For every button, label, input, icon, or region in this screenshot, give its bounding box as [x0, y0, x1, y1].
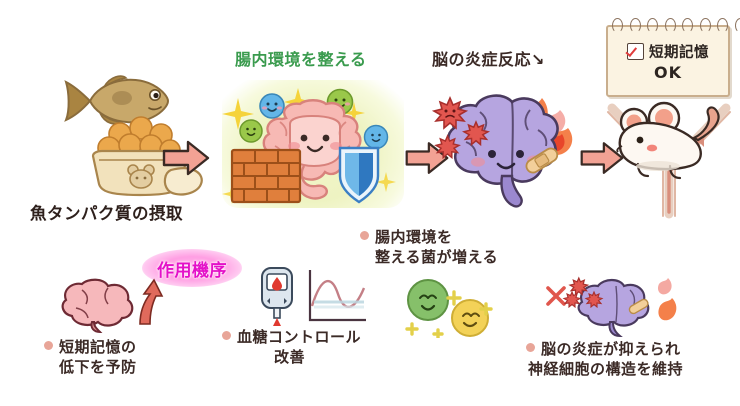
bullet-dot-icon: [44, 341, 53, 350]
bullet-dot-icon: [526, 343, 535, 352]
virus-icon: [562, 276, 604, 309]
stage-label-gut-environment: 腸内環境を整える: [235, 50, 367, 69]
stage-label-brain-inflammation: 脳の炎症反応↘: [432, 50, 545, 70]
arrow-right-2: [403, 138, 451, 182]
outcome-line: 脳の炎症が抑えられ: [541, 340, 681, 358]
fish-icon: [60, 68, 175, 134]
arrow-right-3: [578, 138, 626, 182]
smiling-brain-icon: [420, 80, 600, 216]
smiling-bacteria-icon: [398, 276, 508, 342]
notepad-line-1: 短期記憶: [649, 44, 709, 61]
bandage-icon: [525, 147, 559, 174]
lab-mouse-icon: [612, 96, 738, 192]
flame-icon: [657, 278, 677, 321]
brick-wall-icon: [230, 148, 302, 204]
virus-icon: [431, 95, 490, 160]
outcome-line: 整える菌が増える: [375, 247, 499, 266]
outcome-short-term-memory: 短期記憶の 低下を予防: [44, 338, 137, 378]
stage-caption-fish-protein: 魚タンパク質の摂取: [30, 204, 183, 223]
shield-icon: [338, 146, 380, 204]
outcome-brain-inflammation-suppressed: 脳の炎症が抑えられ 神経細胞の構造を維持: [526, 340, 683, 380]
mechanism-badge-label: 作用機序: [157, 260, 227, 281]
notepad-spiral-binding: [612, 18, 740, 33]
bullet-dot-icon: [222, 331, 231, 340]
glucose-meter-chart-icon: [252, 266, 372, 332]
good-bacteria-icon: [239, 88, 389, 150]
outcome-blood-glucose: 血糖コントロール 改善: [222, 328, 361, 368]
notepad-line-2: OK: [654, 62, 682, 82]
bandage-icon: [628, 298, 649, 315]
outcome-gut-flora: 腸内環境を 整える菌が増える: [360, 228, 498, 268]
stage-label-brain-text: 脳の炎症反応: [432, 50, 532, 69]
smiling-intestine-icon: [220, 76, 406, 216]
outcome-line: 改善: [274, 347, 306, 366]
bullet-dot-icon: [360, 231, 369, 240]
brain-no-inflammation-icon: [530, 272, 690, 342]
arrow-right-1: [160, 138, 212, 182]
outcome-line: 低下を予防: [59, 357, 137, 376]
down-right-arrow-icon: ↘: [531, 50, 545, 69]
outcome-line: 腸内環境を: [375, 228, 453, 246]
outcome-line: 短期記憶の: [59, 338, 137, 356]
cross-mark-icon: [546, 286, 566, 306]
outcome-line: 血糖コントロール: [237, 328, 362, 346]
short-term-memory-notepad: 短期記憶 OK: [606, 18, 740, 97]
mechanism-badge: 作用機序: [142, 249, 242, 287]
outcome-line: 神経細胞の構造を維持: [528, 359, 684, 378]
memory-checkbox[interactable]: [627, 42, 644, 60]
pink-brain-up-arrow-icon: [52, 276, 164, 338]
